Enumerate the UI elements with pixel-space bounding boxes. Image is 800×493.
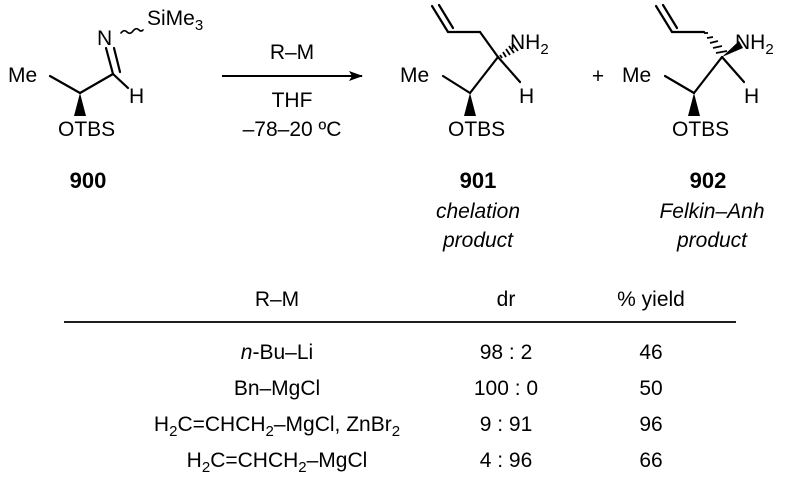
cell-yield: 96 bbox=[639, 413, 662, 436]
cell-reagent: H2C=CHCH2–MgCl bbox=[187, 449, 368, 476]
atom-otbs-900: OTBS bbox=[58, 118, 115, 141]
atom-nh2-902: NH2 bbox=[735, 31, 774, 58]
cell-reagent: n-Bu–Li bbox=[241, 341, 313, 364]
table-header-rm: R–M bbox=[255, 288, 299, 311]
caption-902-line2: product bbox=[676, 229, 748, 252]
bond-c2-c1-902 bbox=[692, 55, 724, 95]
cell-reagent: Bn–MgCl bbox=[234, 377, 320, 400]
cell-yield: 66 bbox=[639, 449, 662, 472]
cell-dr: 100 : 0 bbox=[474, 377, 538, 400]
cell-dr: 9 : 91 bbox=[480, 413, 533, 436]
bond-c2-c1 bbox=[78, 72, 115, 95]
atom-si-900: SiMe3 bbox=[147, 7, 203, 34]
plus-sign: + bbox=[592, 65, 604, 88]
bond-c1-h-901 bbox=[496, 55, 522, 84]
bond-c1-h bbox=[111, 72, 130, 90]
atom-nh2-sub-901: 2 bbox=[540, 41, 548, 58]
atom-otbs-902: OTBS bbox=[672, 118, 729, 141]
atom-otbs-901: OTBS bbox=[448, 118, 505, 141]
product-902-structure bbox=[654, 3, 746, 116]
atom-h-902: H bbox=[744, 85, 759, 108]
bond-me-c2 bbox=[48, 74, 82, 95]
bond-c1-h-902 bbox=[720, 55, 746, 84]
compound-id-900: 900 bbox=[70, 168, 107, 193]
compound-id-901: 901 bbox=[460, 168, 497, 193]
wedge-bond-c2-o bbox=[74, 93, 86, 116]
cell-reagent: H2C=CHCH2–MgCl, ZnBr2 bbox=[154, 413, 400, 440]
atom-me-901: Me bbox=[400, 64, 429, 87]
atom-h-900: H bbox=[129, 85, 144, 108]
wavy-bond-n-si bbox=[120, 27, 144, 35]
wedge-bond-c2-o-901 bbox=[464, 93, 476, 116]
atom-n-900: N bbox=[97, 27, 112, 50]
atom-si-sub-900: 3 bbox=[195, 17, 203, 34]
bond-allyl-terminal-901 bbox=[430, 4, 450, 34]
atom-nh2-sub-902: 2 bbox=[765, 41, 773, 58]
caption-901-line2: product bbox=[442, 229, 514, 252]
cell-yield: 46 bbox=[639, 341, 662, 364]
temperature-label: –78–20 ºC bbox=[243, 118, 342, 141]
atom-me-900: Me bbox=[8, 64, 37, 87]
compound-id-902: 902 bbox=[690, 168, 727, 193]
bond-allyl-2-901 bbox=[478, 30, 500, 59]
cell-dr: 4 : 96 bbox=[480, 449, 533, 472]
table-header-dr: dr bbox=[497, 288, 516, 311]
bond-allyl-terminal-second-902 bbox=[661, 3, 679, 30]
bond-c2-c1-901 bbox=[468, 55, 500, 95]
bond-allyl-terminal-902 bbox=[654, 4, 674, 34]
bond-c1-n bbox=[104, 46, 115, 76]
reagent-label: R–M bbox=[270, 41, 314, 64]
atom-h-901: H bbox=[519, 85, 534, 108]
bond-me-c2-902 bbox=[663, 74, 696, 95]
table-row: H2C=CHCH2–MgCl 4 : 96 66 bbox=[187, 449, 663, 476]
hashed-bond-allyl-c1-902 bbox=[704, 32, 728, 54]
bond-me-c2-901 bbox=[441, 74, 472, 95]
bond-c1-n-second bbox=[112, 46, 122, 74]
bond-allyl-terminal-second-901 bbox=[437, 3, 455, 30]
table-row: Bn–MgCl 100 : 0 50 bbox=[234, 377, 663, 400]
table-row: H2C=CHCH2–MgCl, ZnBr2 9 : 91 96 bbox=[154, 413, 663, 440]
wedge-bond-c1-n-902 bbox=[722, 41, 743, 57]
solvent-label: THF bbox=[272, 89, 313, 112]
atom-nh2-901: NH2 bbox=[510, 31, 549, 58]
table-header-yield: % yield bbox=[617, 288, 685, 311]
atom-me-902: Me bbox=[622, 64, 651, 87]
substrate-900-structure bbox=[48, 27, 144, 116]
cell-yield: 50 bbox=[639, 377, 662, 400]
caption-902-line1: Felkin–Anh bbox=[659, 200, 764, 223]
cell-dr: 98 : 2 bbox=[480, 341, 533, 364]
table-row: n-Bu–Li 98 : 2 46 bbox=[241, 341, 663, 364]
product-901-structure bbox=[430, 3, 522, 116]
wedge-bond-c2-o-902 bbox=[688, 93, 700, 116]
hashed-bond-c1-n-901 bbox=[499, 42, 519, 59]
caption-901-line1: chelation bbox=[436, 200, 520, 223]
